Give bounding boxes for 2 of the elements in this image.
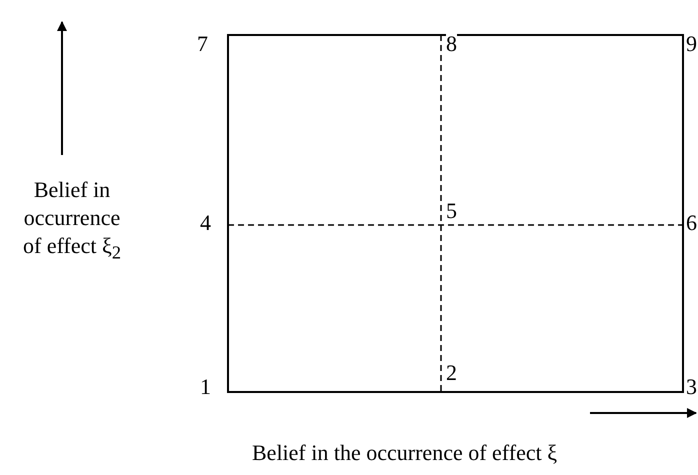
axis-label: Belief in the occurrence of effect ξ: [252, 440, 558, 466]
axis-label: Belief in occurrence of effect ξ$_{2}$: [22, 176, 122, 264]
